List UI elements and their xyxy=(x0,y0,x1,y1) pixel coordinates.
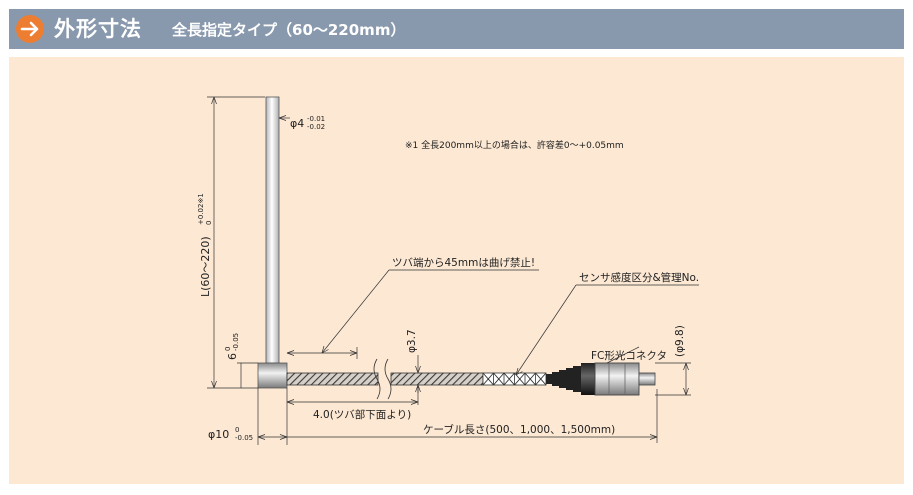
bend-warning-note: ツバ端から45mmは曲げ禁止! xyxy=(392,256,535,269)
pin-diameter-label: φ4 -0.01 -0.02 xyxy=(290,115,325,131)
drawing-panel: φ4 -0.01 -0.02 ※1 全長200mm以上の場合は、許容差0～+0.… xyxy=(9,57,904,484)
base-dia-tol-upper: 0 xyxy=(235,426,239,434)
sensor-id-label: センサ感度区分&管理No. xyxy=(579,271,699,284)
base-dia-symbol: φ10 xyxy=(208,428,229,441)
pin-dia-tol-upper: -0.01 xyxy=(307,115,325,123)
base-height-value: 6 xyxy=(226,353,239,360)
base-height-tol-lower: -0.05 xyxy=(232,333,240,351)
section-subtitle: 全長指定タイプ（60～220mm） xyxy=(172,21,406,39)
length-tol-upper: +0.02※1 xyxy=(197,193,205,225)
sensor-marking-band xyxy=(482,372,547,386)
length-label: L(60～220) +0.02※1 0 xyxy=(197,193,213,297)
tolerance-note: ※1 全長200mm以上の場合は、許容差0～+0.05mm xyxy=(405,139,624,151)
cable xyxy=(286,358,484,400)
dimension-lines xyxy=(207,96,699,445)
base-height-label: 6 0 -0.05 xyxy=(224,333,240,360)
length-tol-lower: 0 xyxy=(205,221,213,225)
pin-body xyxy=(257,96,288,389)
pin-dia-tol-lower: -0.02 xyxy=(307,123,325,131)
arrow-right-icon xyxy=(16,15,44,43)
base-diameter-label: φ10 0 -0.05 xyxy=(208,426,253,442)
base-dia-tol-lower: -0.05 xyxy=(235,434,253,442)
flange-offset-label: 4.0(ツバ部下面より) xyxy=(313,408,411,421)
fc-connector xyxy=(546,362,656,396)
pin-dia-symbol: φ4 xyxy=(290,117,304,130)
connector-label: FC形光コネクタ xyxy=(591,349,667,362)
dimension-drawing: φ4 -0.01 -0.02 ※1 全長200mm以上の場合は、許容差0～+0.… xyxy=(197,96,699,445)
base-height-tol-upper: 0 xyxy=(224,347,232,351)
cable-length-label: ケーブル長さ(500、1,000、1,500mm) xyxy=(423,423,615,436)
cable-diameter-label: φ3.7 xyxy=(406,329,418,353)
section-header: 外形寸法 全長指定タイプ（60～220mm） xyxy=(9,9,904,49)
connector-diameter-label: (φ9.8) xyxy=(674,325,686,357)
length-text: L(60～220) xyxy=(199,236,212,297)
section-title: 外形寸法 xyxy=(54,17,142,41)
